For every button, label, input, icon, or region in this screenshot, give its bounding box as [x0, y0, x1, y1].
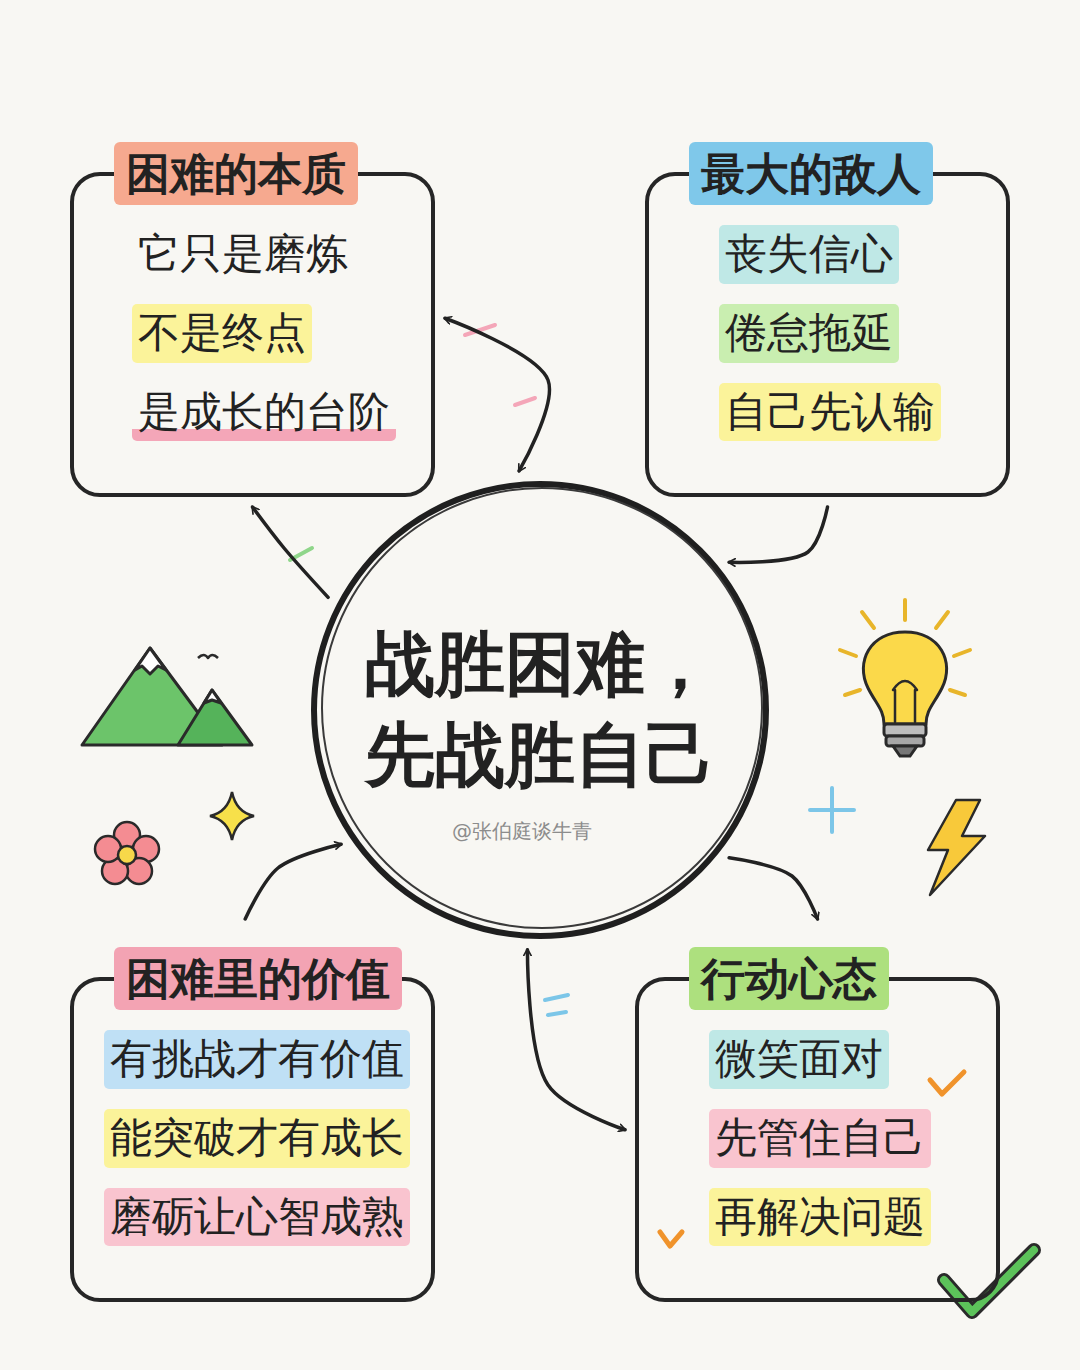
box-line: 自己先认输: [719, 383, 941, 442]
lightning-icon: [928, 800, 985, 895]
connector-arrow: [253, 507, 329, 597]
connector-arrow: [729, 507, 827, 562]
circle-outline: [310, 480, 770, 940]
box-line: 倦怠拖延: [719, 304, 899, 363]
box-heading: 困难里的价值: [114, 947, 402, 1010]
topic-box: 困难里的价值有挑战才有价值能突破才有成长磨砺让心智成熟: [70, 977, 435, 1302]
big-check-mark: [944, 1250, 1034, 1312]
box-line: 是成长的台阶: [132, 383, 396, 442]
connector-arrow: [445, 318, 549, 471]
box-line: 能突破才有成长: [104, 1109, 410, 1168]
topic-box: 最大的敌人丧失信心倦怠拖延自己先认输: [645, 172, 1010, 497]
box-line: 先管住自己: [709, 1109, 931, 1168]
connector-arrow: [729, 858, 817, 919]
big-check-mark: [944, 1250, 1034, 1312]
connector-arrow: [527, 950, 625, 1130]
box-heading: 最大的敌人: [689, 142, 933, 205]
center-circle: 战胜困难， 先战胜自己: [310, 480, 770, 940]
box-line: 有挑战才有价值: [104, 1030, 410, 1089]
sparkle-icon: [210, 792, 254, 840]
flower-icon: [95, 822, 159, 884]
box-line: 微笑面对: [709, 1030, 889, 1089]
circle-outline: [314, 484, 766, 936]
box-line: 不是终点: [132, 304, 312, 363]
box-line: 丧失信心: [719, 225, 899, 284]
circle-outline: [322, 488, 762, 928]
check-mark: [660, 1232, 682, 1246]
sparkle-icon: [810, 788, 854, 832]
watermark: @张伯庭谈牛青: [452, 818, 592, 845]
mountain-icon: [82, 648, 252, 745]
topic-box: 行动心态微笑面对先管住自己再解决问题: [635, 977, 1000, 1302]
center-title: 战胜困难， 先战胜自己: [345, 619, 735, 801]
box-line: 再解决问题: [709, 1188, 931, 1247]
box-heading: 行动心态: [689, 947, 889, 1010]
box-line: 它只是磨炼: [132, 225, 354, 284]
check-mark: [930, 1072, 964, 1094]
lightbulb-icon: [840, 600, 970, 756]
box-line: 磨砺让心智成熟: [104, 1188, 410, 1247]
box-heading: 困难的本质: [114, 142, 358, 205]
connector-arrow: [245, 844, 341, 919]
topic-box: 困难的本质它只是磨炼不是终点是成长的台阶: [70, 172, 435, 497]
